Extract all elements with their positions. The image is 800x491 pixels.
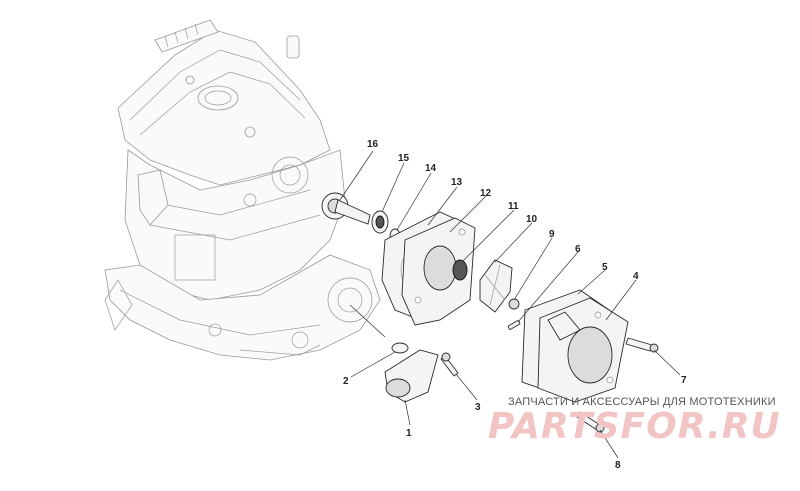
callout-9: 9 bbox=[549, 229, 555, 240]
part-12-pump-body[interactable] bbox=[401, 217, 476, 326]
callout-11: 11 bbox=[508, 201, 519, 212]
callout-15: 15 bbox=[398, 153, 410, 164]
callout-12: 12 bbox=[480, 188, 492, 199]
callout-2: 2 bbox=[343, 376, 349, 387]
callout-1: 1 bbox=[406, 428, 412, 439]
callout-3: 3 bbox=[475, 402, 481, 413]
watermark-tagline: ЗАПЧАСТИ И АКСЕССУАРЫ ДЛЯ МОТОТЕХНИКИ bbox=[508, 396, 776, 408]
part-11-seal[interactable] bbox=[452, 259, 468, 281]
callout-6: 6 bbox=[575, 244, 581, 255]
callout-10: 10 bbox=[526, 214, 538, 225]
part-2-o-ring[interactable] bbox=[391, 342, 409, 354]
part-7-bolt[interactable] bbox=[625, 337, 659, 353]
part-15-bearing[interactable] bbox=[371, 210, 389, 234]
watermark-logo: PARTSFOR.RU bbox=[488, 406, 781, 447]
part-10-impeller[interactable] bbox=[479, 259, 513, 313]
callout-7: 7 bbox=[681, 375, 687, 386]
part-16-pump-shaft-gear[interactable] bbox=[321, 192, 371, 225]
part-1-water-inlet-fitting[interactable] bbox=[384, 349, 439, 403]
callout-13: 13 bbox=[451, 177, 463, 188]
callout-16: 16 bbox=[367, 139, 379, 150]
engine-block-illustration bbox=[104, 19, 381, 361]
callout-labels: 16 15 14 13 12 11 10 9 6 5 4 7 8 3 2 1 bbox=[343, 139, 687, 471]
part-8-bolt[interactable] bbox=[576, 411, 605, 433]
part-6-dowel-pin[interactable] bbox=[507, 320, 521, 330]
part-9-nut[interactable] bbox=[508, 298, 520, 310]
callout-5: 5 bbox=[602, 262, 608, 273]
leader-lines bbox=[339, 150, 681, 459]
part-3-bolt[interactable] bbox=[440, 352, 459, 377]
callout-4: 4 bbox=[633, 271, 639, 282]
callout-14: 14 bbox=[425, 163, 437, 174]
part-4-pump-cover[interactable] bbox=[537, 297, 629, 403]
callout-8: 8 bbox=[615, 460, 621, 471]
